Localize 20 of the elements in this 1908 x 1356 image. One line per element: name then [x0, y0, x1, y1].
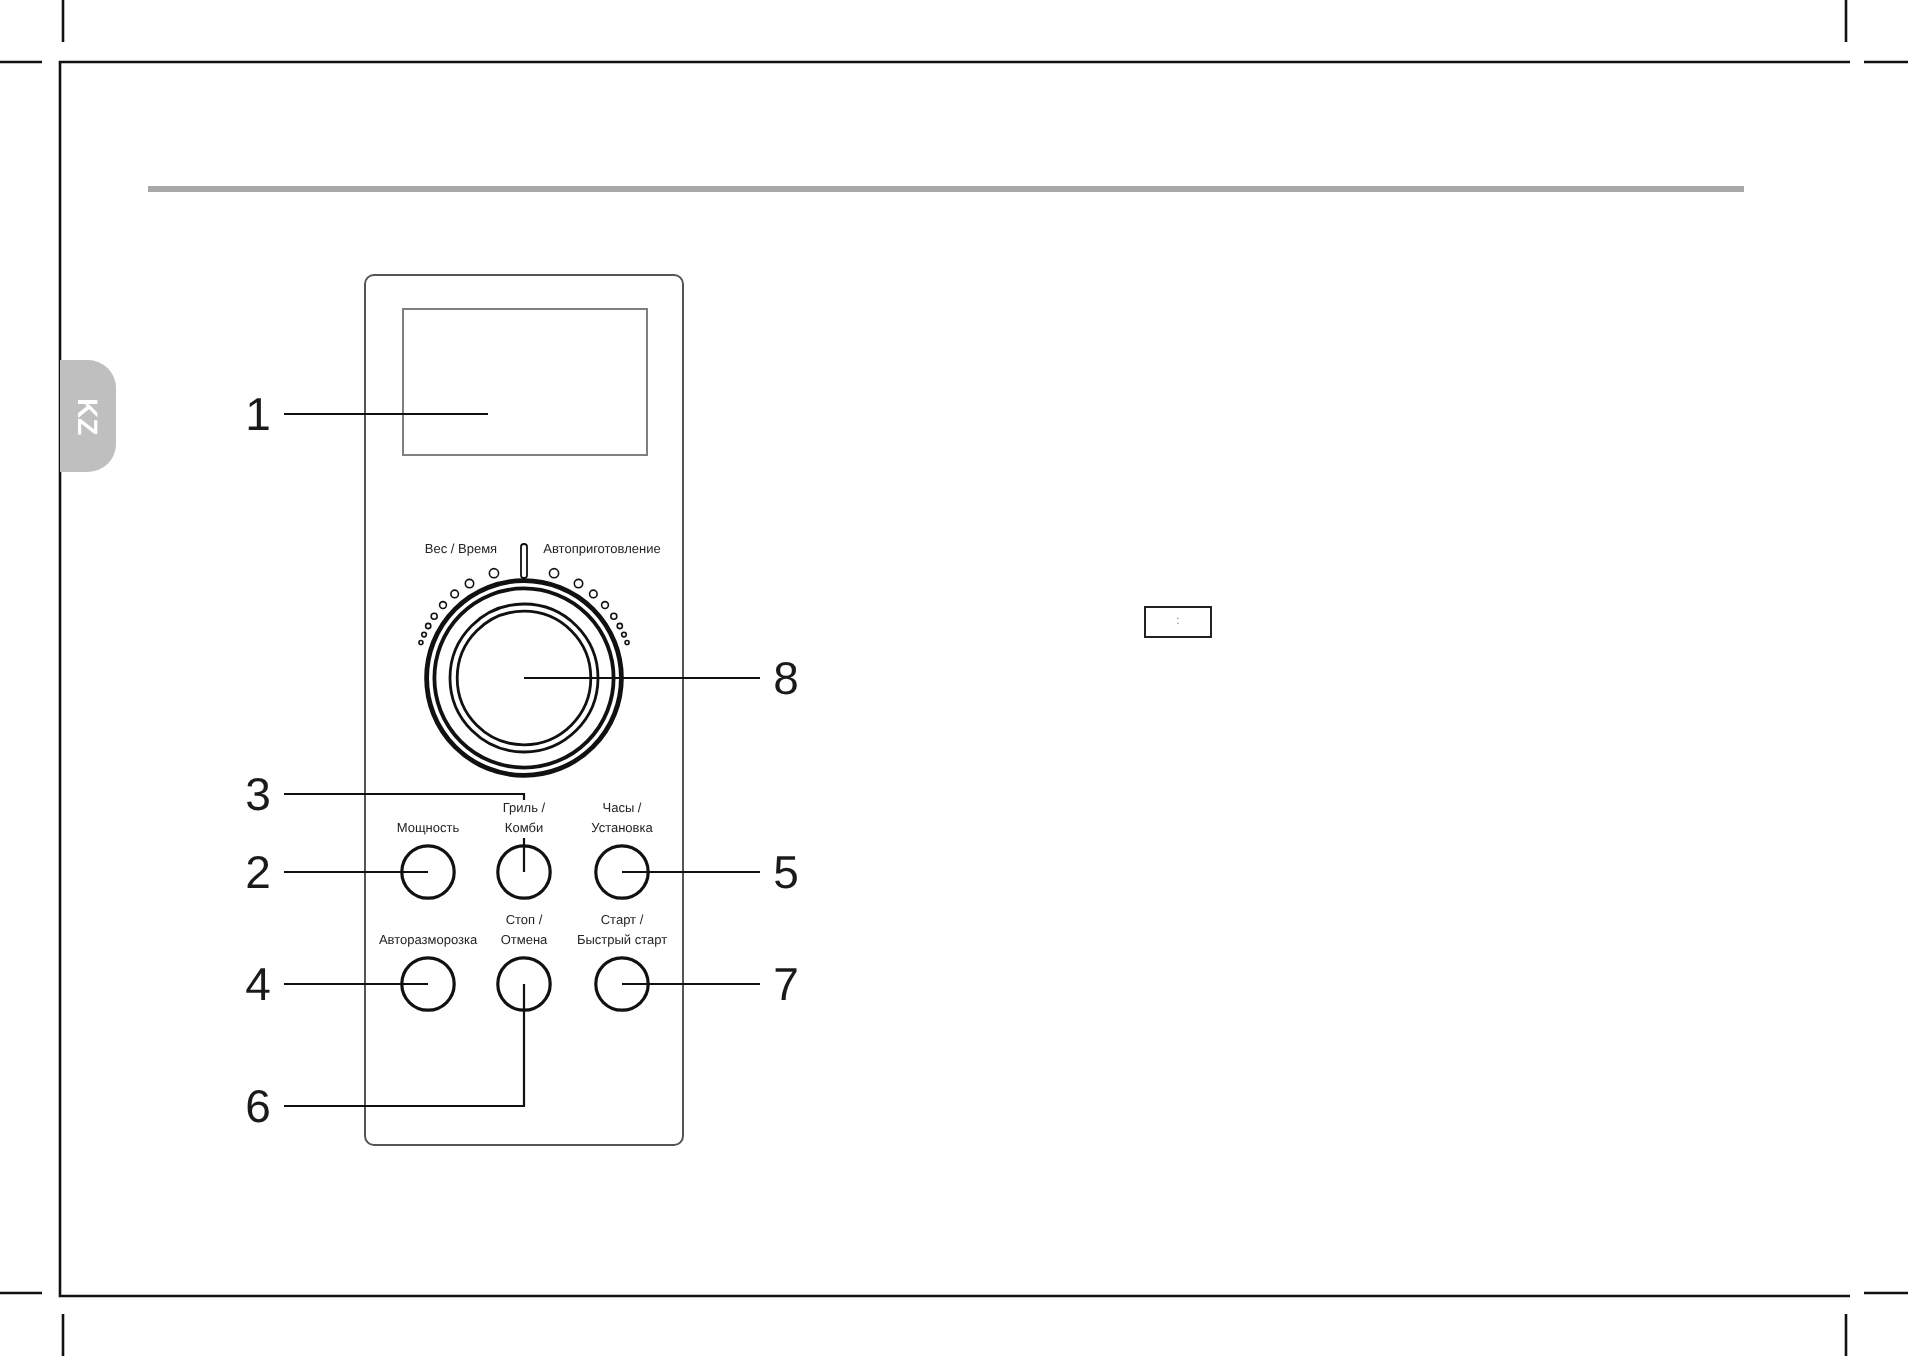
callout-number: 8	[768, 654, 804, 702]
callout-number: 3	[240, 770, 276, 818]
leader-line	[622, 870, 760, 874]
leader-line	[284, 870, 428, 874]
dial-knob	[424, 578, 624, 778]
language-tab: KZ	[60, 360, 116, 472]
callout-number: 4	[240, 960, 276, 1008]
leader-line	[284, 984, 526, 1108]
callout-number: 1	[240, 390, 276, 438]
leader-line	[284, 982, 428, 986]
leader-line	[284, 412, 488, 416]
leader-line	[284, 792, 526, 872]
callout-number: 6	[240, 1082, 276, 1130]
callout-number: 5	[768, 848, 804, 896]
leader-line	[622, 982, 760, 986]
display-screen	[402, 308, 648, 456]
callout-number: 7	[768, 960, 804, 1008]
control-panel	[364, 274, 684, 1146]
leader-line	[524, 676, 760, 680]
callout-number: 2	[240, 848, 276, 896]
